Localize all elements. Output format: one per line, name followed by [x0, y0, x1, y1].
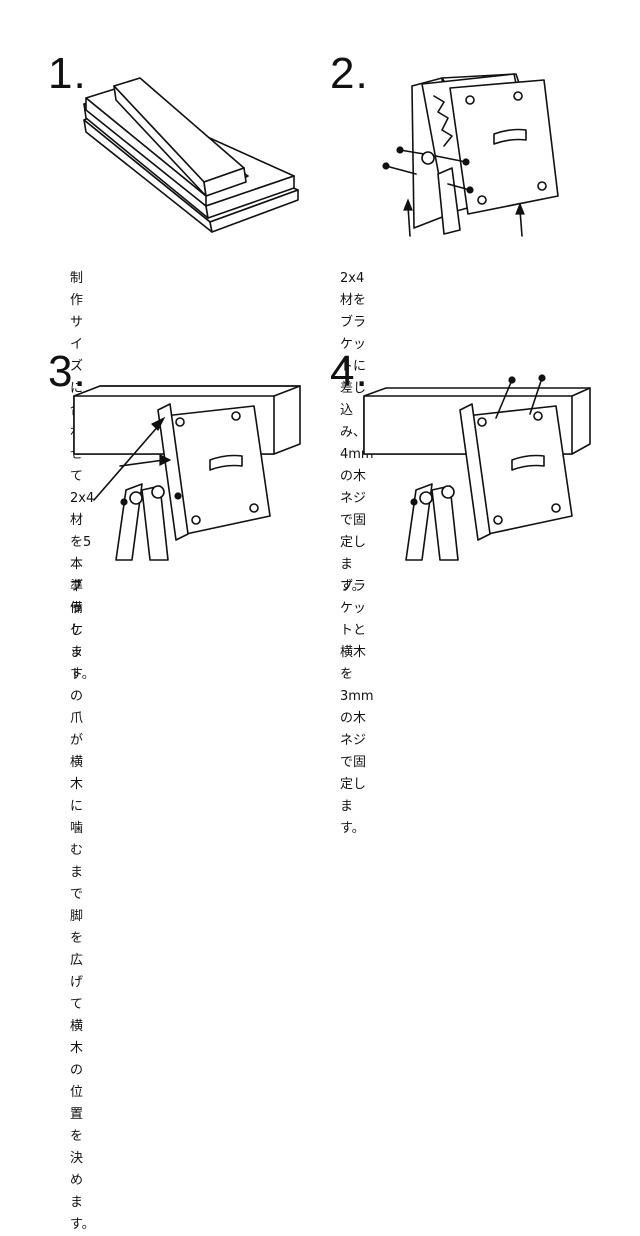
up-arrow-icon	[515, 202, 525, 237]
screw-icon	[495, 376, 516, 419]
bracket-legs-illustration	[382, 73, 559, 237]
screw-icon	[382, 162, 417, 175]
screw-icon	[435, 155, 470, 166]
screw-icon	[447, 183, 474, 194]
arrow-icon	[119, 454, 172, 467]
up-arrow-icon	[403, 198, 413, 237]
bracket-claws-illustration	[73, 385, 301, 561]
step-caption: ブラケットの爪が横木に噛むまで脚 を広げて横木の位置を決めます。	[70, 579, 95, 1232]
step-caption: ブラケットと横木を3mmの木ネジで固 定します。	[340, 579, 374, 836]
screw-icon	[529, 374, 546, 415]
arrow-icon	[93, 416, 166, 501]
step-number: 4.	[330, 347, 369, 396]
lumber-stack-illustration	[83, 77, 299, 233]
screw-icon	[396, 146, 425, 155]
step-caption: 2x4材をブラケットに差し込み、4mm の木ネジで固定します。	[340, 271, 374, 594]
step-number: 3.	[48, 347, 87, 396]
step-number: 2.	[330, 49, 369, 98]
step-number: 1.	[48, 49, 87, 98]
crossbeam-screws-illustration	[363, 374, 591, 561]
